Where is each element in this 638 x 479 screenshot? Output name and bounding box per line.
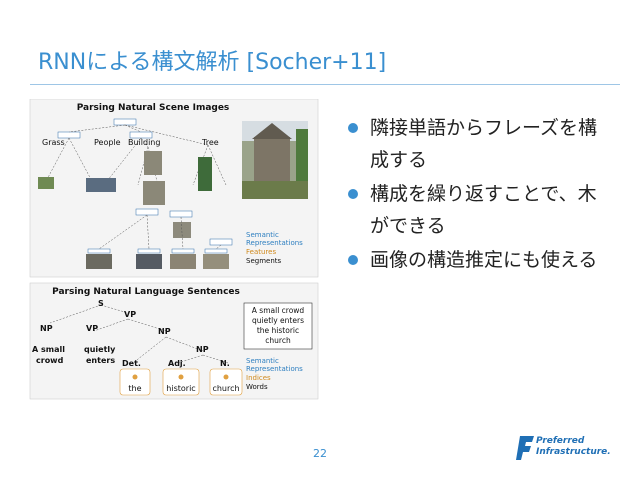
word-church: church xyxy=(212,384,239,393)
sentence-line-4: church xyxy=(265,336,291,345)
phrase-enters: enters xyxy=(86,356,115,365)
tree-label-vp-mid: VP xyxy=(86,324,98,333)
company-logo: Preferred Infrastructure. xyxy=(516,434,626,464)
legend-segments: Segments xyxy=(246,257,282,265)
building-thumbnail xyxy=(144,151,162,175)
legend-features: Features xyxy=(246,248,276,256)
bullet-item: 画像の構造推定にも使える xyxy=(348,244,610,276)
tree-label-np-left: NP xyxy=(40,324,53,333)
tree-label-s: S xyxy=(98,299,104,308)
parsing-figure: Parsing Natural Scene Images Grass Peopl… xyxy=(28,99,322,401)
word-the: the xyxy=(128,384,141,393)
logo-wordmark: Preferred Infrastructure. xyxy=(536,436,611,458)
tree-thumbnail xyxy=(198,157,212,191)
label-grass: Grass xyxy=(42,138,65,147)
logo-line-1: Preferred xyxy=(536,436,585,446)
bullet-text: 構成を繰り返すことで、木ができる xyxy=(370,183,597,237)
building-thumb-2 xyxy=(143,181,165,205)
bullet-text: 画像の構造推定にも使える xyxy=(370,249,598,271)
page-number: 22 xyxy=(313,447,327,460)
title-divider xyxy=(30,84,620,85)
sentence-box xyxy=(243,302,313,350)
segment-lines xyxy=(98,214,222,250)
bullet-list: 隣接単語からフレーズを構成する 構成を繰り返すことで、木ができる 画像の構造推定… xyxy=(348,112,610,278)
label-building: Building xyxy=(128,138,160,147)
label-tree: Tree xyxy=(201,138,219,147)
bullet-text: 隣接単語からフレーズを構成する xyxy=(370,117,598,171)
bullet-item: 隣接単語からフレーズを構成する xyxy=(348,112,610,176)
bullet-dot-icon xyxy=(348,123,358,133)
segment-row xyxy=(86,254,229,269)
legend-representations: Representations xyxy=(246,239,303,247)
scene-panel-title: Parsing Natural Scene Images xyxy=(77,103,230,113)
word-historic: historic xyxy=(166,384,195,393)
tree-label-np-mid: NP xyxy=(158,327,171,336)
tree-label-np-low: NP xyxy=(196,345,209,354)
logo-mark-icon xyxy=(516,436,534,460)
index-dots xyxy=(132,374,229,380)
legend-representations-2: Representations xyxy=(246,365,303,373)
legend-indices: Indices xyxy=(246,374,271,382)
grass-thumbnail xyxy=(38,177,54,189)
sentence-line-2: quietly enters xyxy=(252,316,304,325)
bullet-item: 構成を繰り返すことで、木ができる xyxy=(348,178,610,242)
bullet-dot-icon xyxy=(348,189,358,199)
pos-n: N. xyxy=(220,359,230,368)
segment-feature-nodes xyxy=(87,248,228,254)
pos-det: Det. xyxy=(122,359,141,368)
slide-title: RNNによる構文解析 [Socher+11] xyxy=(38,50,387,75)
people-thumbnail xyxy=(86,178,116,192)
tree-label-vp-top: VP xyxy=(124,310,136,319)
scene-root-node xyxy=(113,118,137,126)
scene-photo xyxy=(242,121,308,199)
phrase-a-small: A small xyxy=(32,345,65,354)
logo-line-2: Infrastructure. xyxy=(536,447,611,457)
label-people: People xyxy=(94,138,121,147)
legend-words: Words xyxy=(246,383,268,391)
legend-semantic: Semantic xyxy=(246,231,279,239)
sentence-tree-lines xyxy=(49,304,229,364)
pos-adj: Adj. xyxy=(168,359,186,368)
legend-semantic-2: Semantic xyxy=(246,357,279,365)
sentence-panel-title: Parsing Natural Language Sentences xyxy=(52,287,240,297)
sentence-line-3: the historic xyxy=(257,326,299,335)
phrase-crowd: crowd xyxy=(36,356,64,365)
word-boxes xyxy=(119,368,243,396)
sentence-line-1: A small crowd xyxy=(252,306,305,315)
bullet-dot-icon xyxy=(348,255,358,265)
building-thumb-3 xyxy=(173,222,191,238)
phrase-quietly: quietly xyxy=(84,345,116,354)
